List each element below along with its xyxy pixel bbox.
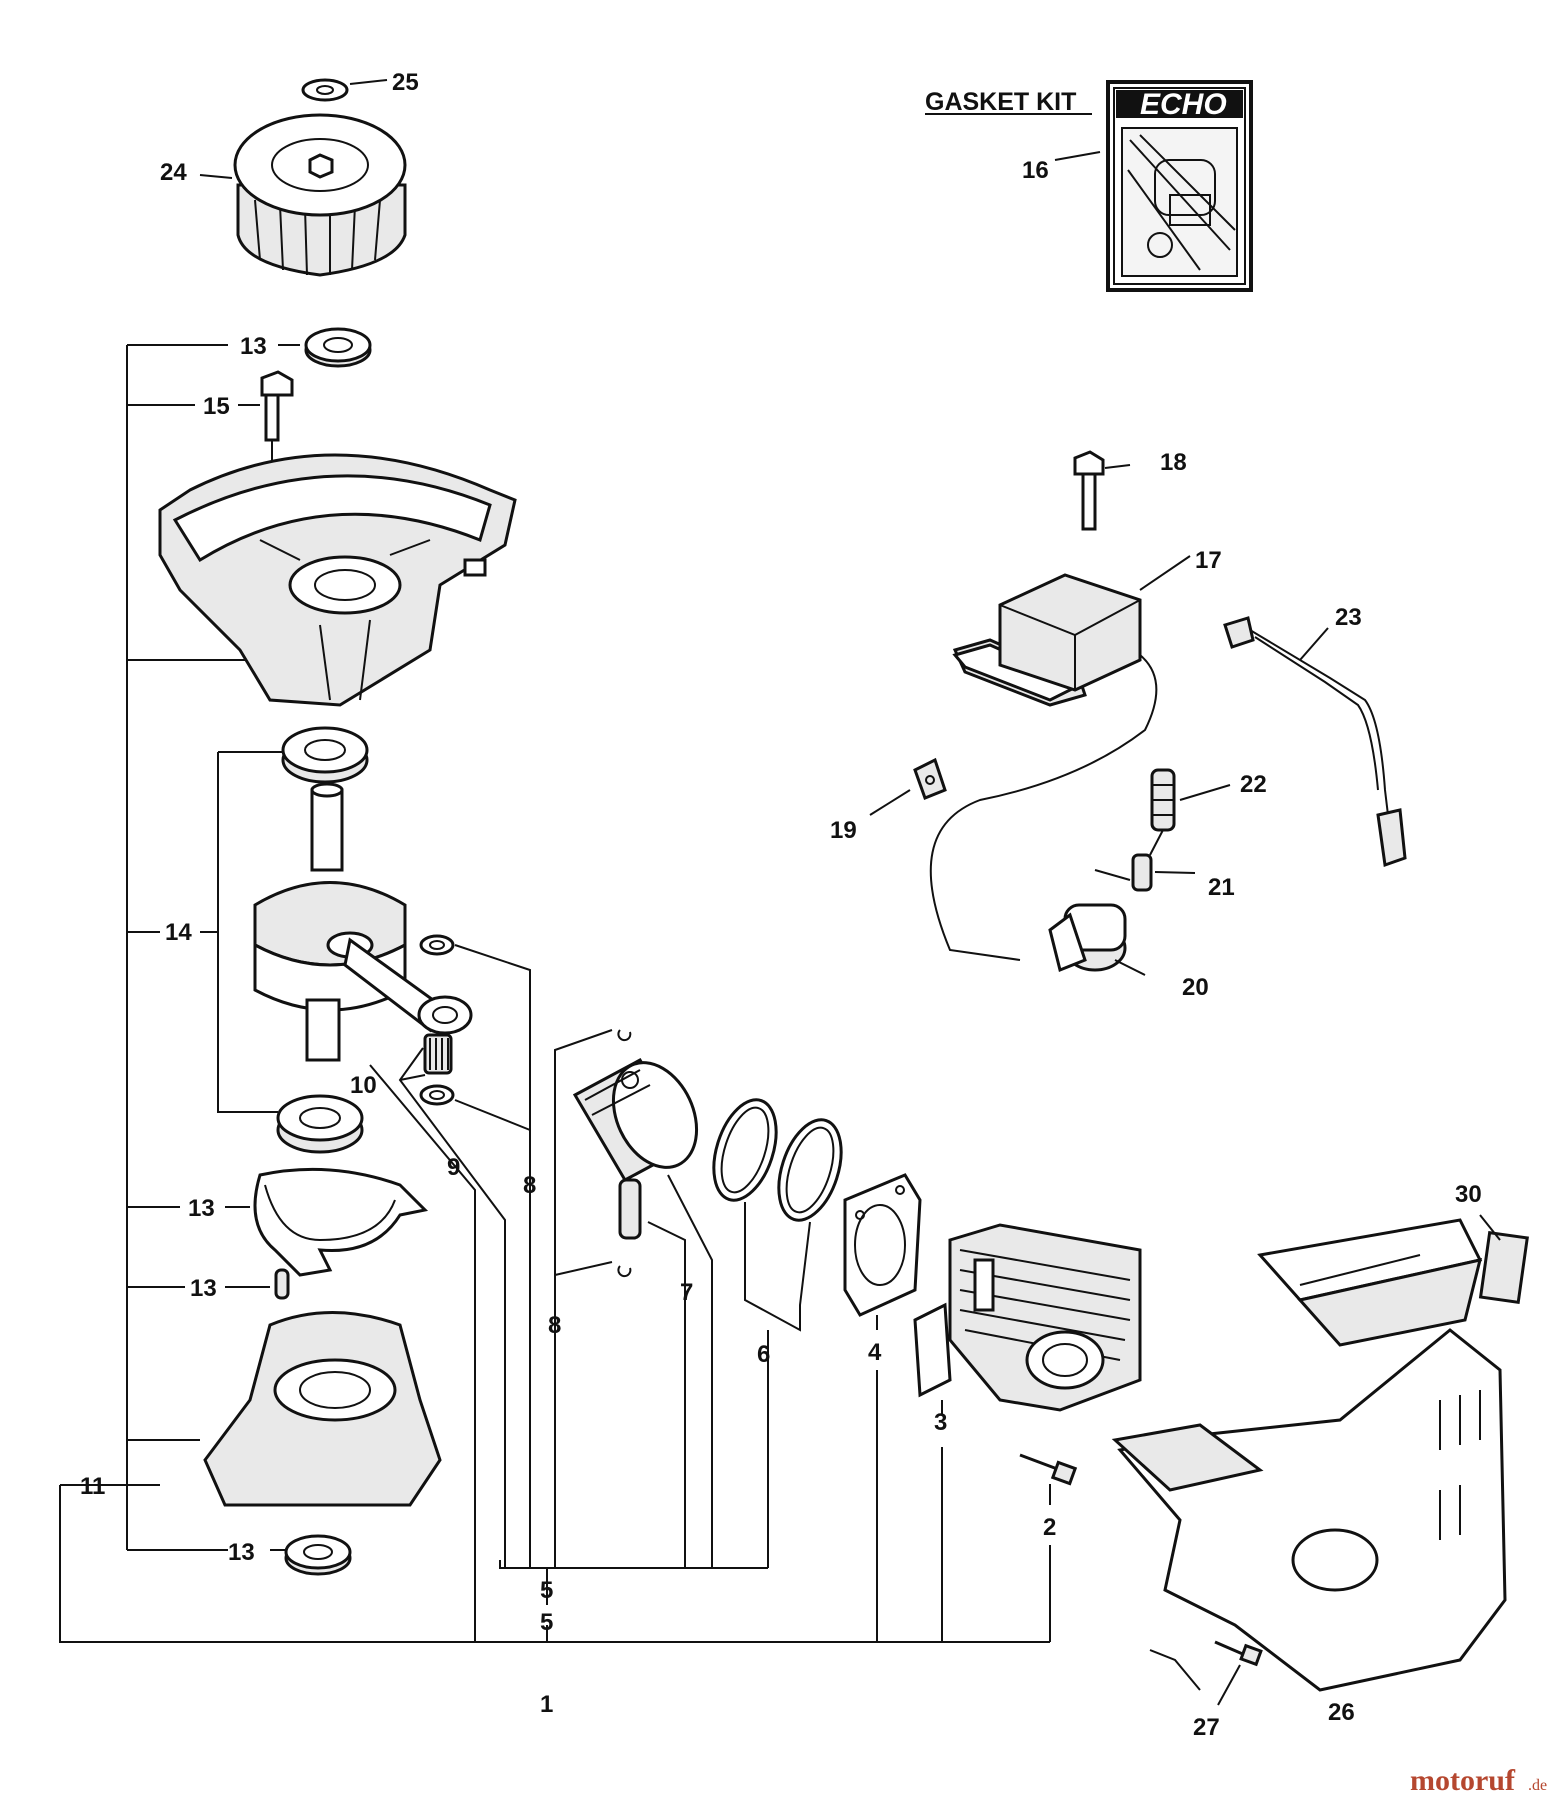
callout-13-top: 13 [240, 333, 267, 360]
ignition-coil-19 [929, 573, 1158, 961]
leader-lines [59, 79, 1501, 1706]
callout-16: 14 [165, 919, 192, 946]
flywheel-26 [233, 113, 407, 277]
callout-21: 19 [830, 817, 857, 844]
echo-logo-banner [1116, 90, 1243, 118]
watermark-suffix: .de [1528, 1777, 1547, 1794]
wire-25 [1223, 616, 1407, 868]
decal-30 [1478, 1230, 1529, 1305]
callout-15: 13 [188, 1195, 215, 1222]
gasket-kit-title: GASKET KIT [925, 88, 1076, 116]
piston-rings-6 [712, 1098, 843, 1222]
callout-19: 17 [1195, 547, 1222, 574]
piston-5 [572, 1057, 699, 1183]
callout-12: 11 [80, 1473, 105, 1500]
cylinder-gasket-4 [843, 1173, 922, 1317]
bolt-20 [1073, 450, 1105, 531]
callout-11: 10 [350, 1072, 377, 1099]
callout-3: 3 [934, 1409, 947, 1436]
dowel-pin-14 [274, 1268, 290, 1300]
callout-9: 8 [523, 1172, 536, 1199]
callout-22: 20 [1182, 974, 1209, 1001]
crankcase-lower [203, 1311, 442, 1507]
callout-5-upper: 5 [540, 1577, 553, 1604]
callout-6: 6 [757, 1341, 770, 1368]
oil-seal-13-top [304, 327, 372, 368]
callout-18: 16 [1022, 157, 1049, 184]
piston-clip-8-lower [617, 1265, 632, 1278]
callout-10: 9 [447, 1154, 460, 1181]
callout-13-bottom: 13 [228, 1539, 255, 1566]
callout-2: 2 [1043, 1514, 1056, 1541]
oil-seal-13-bottom [284, 1534, 352, 1576]
needle-bearing-10 [423, 1033, 453, 1075]
watermark: motoruf .de [1410, 1764, 1547, 1797]
callout-4: 4 [868, 1339, 882, 1366]
callout-1: 1 [540, 1691, 553, 1718]
cylinder-cover-28 [1111, 1218, 1507, 1692]
gasket-kit: GASKET KIT ECHO [925, 80, 1253, 292]
gasket-illustration [1121, 127, 1238, 277]
spark-plug-cap-22 [1048, 903, 1127, 973]
spring-23 [1094, 853, 1153, 892]
washer-27 [301, 78, 349, 102]
cylinder-3 [913, 1223, 1142, 1412]
grommet-21 [913, 757, 947, 800]
callout-7: 7 [680, 1279, 693, 1306]
callout-28: 26 [1328, 1699, 1355, 1726]
echo-brand-text: ECHO [1140, 88, 1227, 121]
thrust-washer-9-lower [419, 1084, 455, 1106]
callout-30: 30 [1455, 1181, 1482, 1208]
callout-17: 15 [203, 393, 230, 420]
callout-27: 25 [392, 69, 419, 96]
piston-pin-7 [618, 1178, 642, 1240]
callout-5-lower: 5 [540, 1609, 553, 1636]
callout-23: 21 [1208, 874, 1235, 901]
watermark-name: motoruf [1410, 1764, 1516, 1797]
bolt-29 [1214, 1640, 1263, 1667]
callout-29: 27 [1193, 1714, 1220, 1741]
piston-clip-8-upper [617, 1029, 632, 1042]
bearing-lower [276, 1094, 364, 1154]
callout-20: 18 [1160, 449, 1187, 476]
callout-24: 22 [1240, 771, 1267, 798]
crankshaft-11 [253, 782, 473, 1062]
callout-8: 8 [548, 1312, 561, 1339]
crankcase-gasket-15 [253, 1167, 429, 1277]
crankcase-housing [158, 453, 517, 707]
callout-labels: 25 24 16 13 15 18 17 23 22 19 21 14 20 1… [80, 69, 1482, 1741]
cylinder-bolt-2 [1019, 1453, 1078, 1486]
callout-25: 23 [1335, 604, 1362, 631]
bearing-upper [281, 726, 369, 784]
callout-26: 24 [160, 159, 187, 186]
callout-14: 13 [190, 1275, 217, 1302]
thrust-washer-9-upper [419, 934, 455, 956]
terminal-24 [1149, 768, 1176, 856]
